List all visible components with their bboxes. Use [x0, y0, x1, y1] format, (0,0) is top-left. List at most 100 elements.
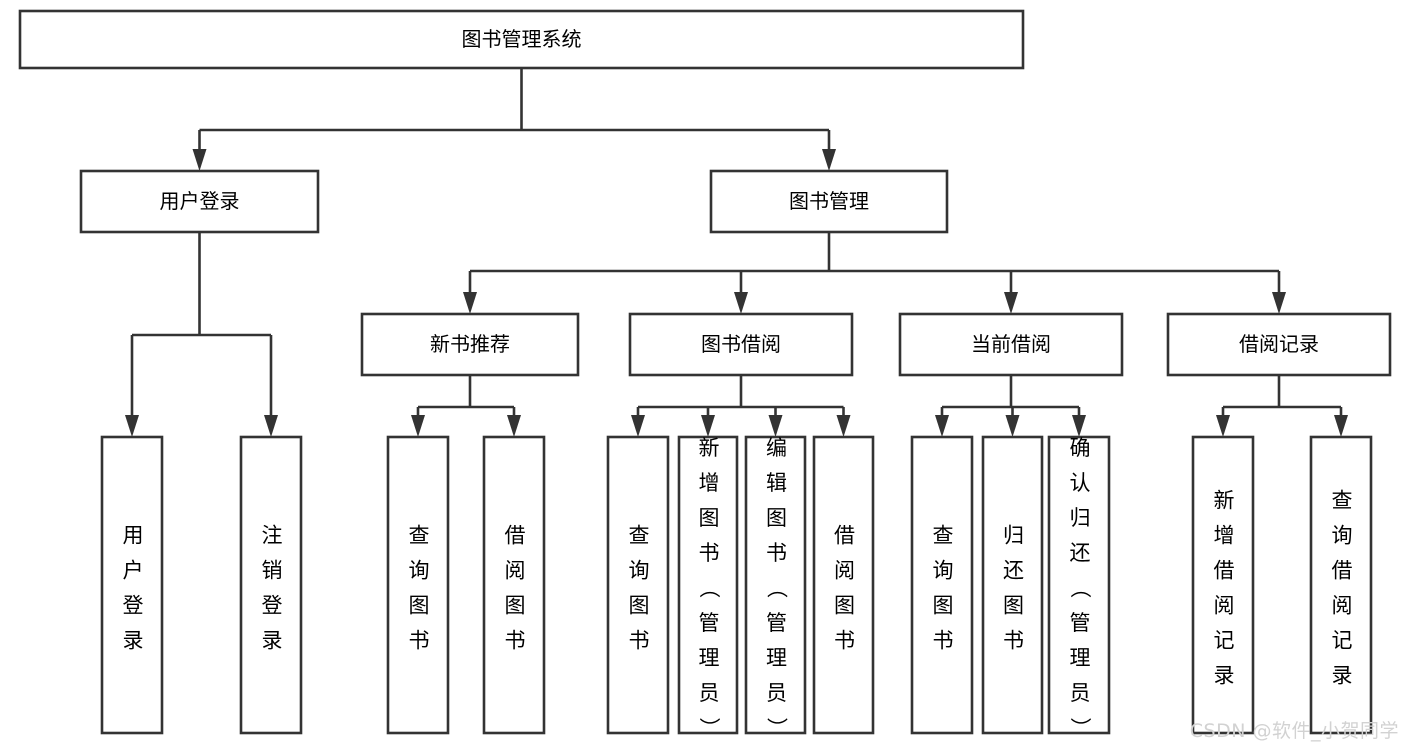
- leaf-label-char: 借: [834, 523, 855, 547]
- leaf-label-char: 登: [123, 593, 144, 617]
- level2-node-3[interactable]: 当前借阅: [898, 312, 1124, 377]
- leaf-label-char: 录: [262, 628, 283, 652]
- arrow-head: [768, 415, 783, 437]
- arrow-head: [836, 415, 851, 437]
- leaf-label-char: 管: [699, 611, 720, 635]
- arrow-head: [507, 415, 521, 437]
- node-label: 图书借阅: [701, 332, 781, 356]
- leaf-label-char: 员: [1070, 681, 1091, 705]
- boxes-layer: 图书管理系统用户登录图书管理新书推荐图书借阅当前借阅借阅记录用户登录注销登录查询…: [18, 9, 1392, 739]
- leaf-label-char: ）: [697, 717, 721, 738]
- arrow-head: [1005, 415, 1020, 437]
- leaf-label-char: 认: [1070, 471, 1091, 495]
- leaf-label-char: 图: [409, 593, 430, 617]
- level2-node-2[interactable]: 图书借阅: [628, 312, 854, 377]
- leaf-label-char: 新: [699, 436, 720, 460]
- leaf-label-char: 员: [699, 681, 720, 705]
- leaf-label-char: 图: [505, 593, 526, 617]
- leaf-label-char: 图: [766, 506, 787, 530]
- node-label: 图书管理: [789, 189, 869, 213]
- node-rect: [239, 435, 303, 735]
- node-rect: [1166, 312, 1392, 377]
- node-rect: [981, 435, 1044, 735]
- node-label: 图书管理系统: [462, 27, 582, 51]
- leaf-label-char: 阅: [1332, 593, 1353, 617]
- leaf-label-char: 书: [409, 628, 430, 652]
- arrow-head: [1334, 415, 1348, 437]
- node-rect: [812, 435, 875, 735]
- leaf-label-char: 员: [766, 681, 787, 705]
- arrow-head: [631, 415, 645, 437]
- level2-node-1[interactable]: 新书推荐: [360, 312, 580, 377]
- leaf-label-char: 新: [1214, 488, 1235, 512]
- node-rect: [898, 312, 1124, 377]
- leaf-label-char: 书: [1003, 628, 1024, 652]
- leaf-label-char: 图: [834, 593, 855, 617]
- leaf-label-char: 借: [1332, 558, 1353, 582]
- arrow-head: [192, 149, 207, 171]
- leaf-label-char: 询: [409, 558, 430, 582]
- leaf-label-char: 图: [1003, 593, 1024, 617]
- node-rect: [744, 435, 807, 735]
- node-rect: [79, 169, 320, 234]
- leaf-label-char: ）: [765, 717, 789, 738]
- arrow-head: [411, 415, 425, 437]
- leaf-label-char: 录: [123, 628, 144, 652]
- leaf-label-char: 书: [834, 628, 855, 652]
- node-rect: [1309, 435, 1373, 735]
- arrow-head: [822, 149, 836, 171]
- leaf-node[interactable]: 用户登录: [100, 435, 164, 735]
- leaf-label-char: 编: [766, 436, 787, 460]
- leaf-label-char: 记: [1214, 628, 1235, 652]
- leaf-label-char: 录: [1214, 663, 1235, 687]
- leaf-label-char: 图: [699, 506, 720, 530]
- level2-node-4[interactable]: 借阅记录: [1166, 312, 1392, 377]
- arrow-head: [701, 415, 715, 437]
- leaf-label-char: 查: [629, 523, 650, 547]
- leaf-label-char: 理: [1070, 646, 1091, 670]
- arrow-head: [734, 292, 748, 314]
- leaf-label-char: （: [765, 577, 789, 598]
- leaf-label-char: 归: [1003, 523, 1024, 547]
- root-node-book-management-system[interactable]: 图书管理系统: [18, 9, 1025, 70]
- leaf-label-char: 归: [1070, 506, 1091, 530]
- node-rect: [606, 435, 670, 735]
- leaf-label-char: 管: [766, 611, 787, 635]
- node-rect: [100, 435, 164, 735]
- level1-node-2[interactable]: 图书管理: [709, 169, 949, 234]
- leaf-label-char: 管: [1070, 611, 1091, 635]
- leaf-label-char: 查: [1332, 488, 1353, 512]
- leaf-label-char: 阅: [1214, 593, 1235, 617]
- level1-node-1[interactable]: 用户登录: [79, 169, 320, 234]
- leaf-label-char: 增: [1214, 523, 1235, 547]
- leaf-label-char: （: [697, 577, 721, 598]
- node-label: 新书推荐: [430, 332, 510, 356]
- node-rect: [628, 312, 854, 377]
- arrow-head: [1216, 415, 1230, 437]
- leaf-label-char: 图: [629, 593, 650, 617]
- leaf-label-char: 图: [933, 593, 954, 617]
- leaf-label-char: 记: [1332, 628, 1353, 652]
- leaf-label-char: 询: [1332, 523, 1353, 547]
- arrow-head: [1004, 292, 1018, 314]
- node-rect: [709, 169, 949, 234]
- node-label: 借阅记录: [1239, 332, 1319, 356]
- node-rect: [18, 9, 1025, 70]
- leaf-label-char: 书: [505, 628, 526, 652]
- node-rect: [677, 435, 739, 735]
- leaf-label-char: 阅: [834, 558, 855, 582]
